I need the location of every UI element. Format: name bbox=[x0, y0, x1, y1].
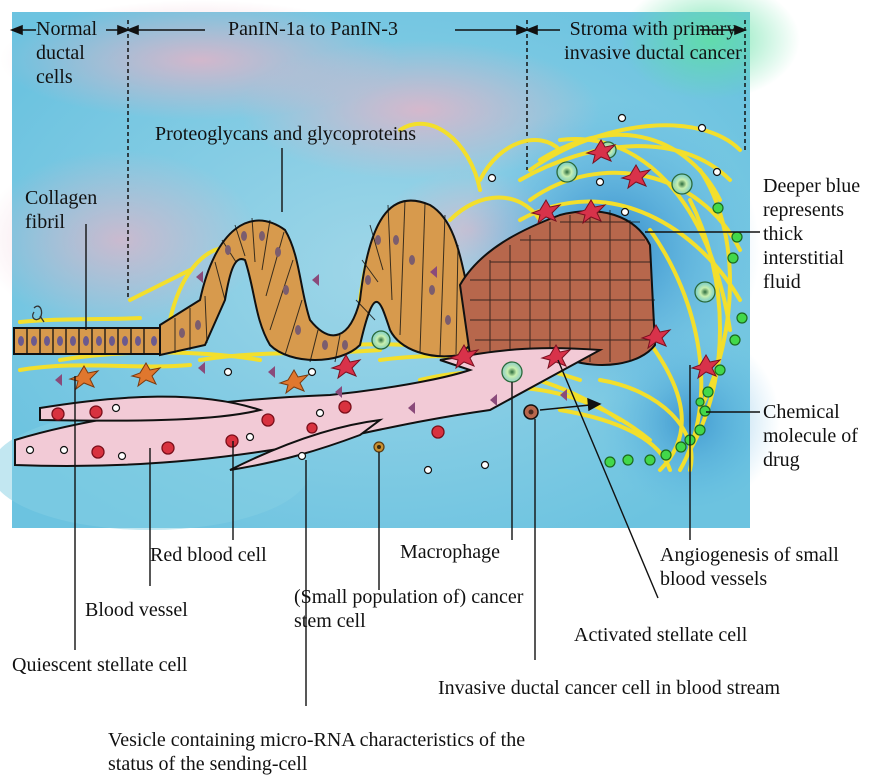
normal-ductal-cells bbox=[14, 328, 164, 354]
label-proteoglycans: Proteoglycans and glycoproteins bbox=[155, 122, 416, 146]
label-chemical-molecule: Chemical molecule of drug bbox=[763, 400, 863, 472]
label-red-blood-cell: Red blood cell bbox=[150, 543, 267, 567]
invasive-cancer-cell-marker bbox=[524, 405, 538, 419]
header-normal-ductal-cells: Normal ductal cells bbox=[36, 17, 116, 89]
label-invasive-cancer-blood: Invasive ductal cancer cell in blood str… bbox=[438, 676, 780, 700]
label-quiescent-stellate: Quiescent stellate cell bbox=[12, 653, 187, 677]
label-cancer-stem-cell: (Small population of) cancer stem cell bbox=[294, 585, 544, 633]
label-activated-stellate: Activated stellate cell bbox=[574, 623, 747, 647]
label-angiogenesis: Angiogenesis of small blood vessels bbox=[660, 543, 860, 591]
header-panin: PanIN-1a to PanIN-3 bbox=[228, 17, 398, 41]
label-blood-vessel: Blood vessel bbox=[85, 598, 188, 622]
label-vesicle-micro-rna: Vesicle containing micro-RNA characteris… bbox=[108, 728, 548, 776]
header-stroma: Stroma with primary invasive ductal canc… bbox=[563, 17, 743, 65]
label-macrophage: Macrophage bbox=[400, 540, 500, 564]
label-deeper-blue: Deeper blue represents thick interstitia… bbox=[763, 174, 863, 294]
cancer-stem-cell-marker bbox=[374, 442, 384, 452]
label-collagen-fibril: Collagen fibril bbox=[25, 186, 115, 234]
